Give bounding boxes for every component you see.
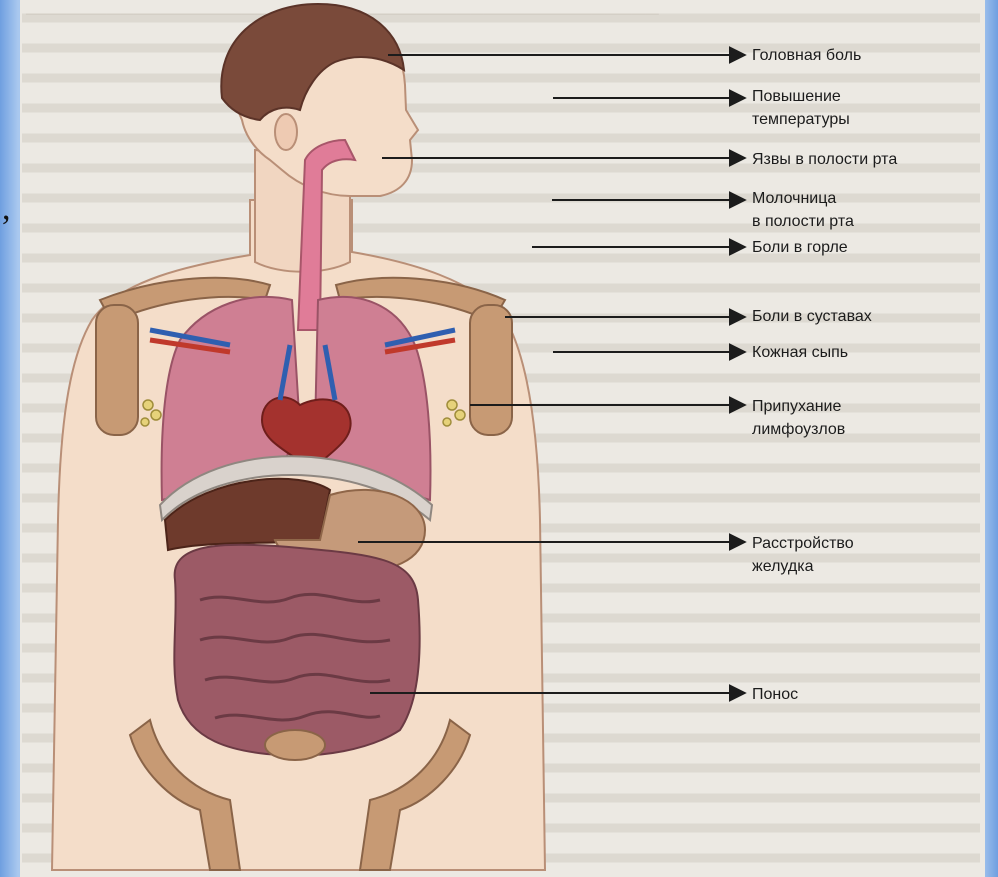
label-fever-line2: температуры xyxy=(752,108,850,131)
intestines xyxy=(174,545,419,756)
label-thrush-line1: Молочница xyxy=(752,187,836,210)
label-mouth-ulcers: Язвы в полости рта xyxy=(752,148,897,171)
label-thrush-line2: в полости рта xyxy=(752,210,854,233)
label-stomach-line2: желудка xyxy=(752,555,813,578)
label-diarrhea: Понос xyxy=(752,683,798,706)
label-lymph-line1: Припухание xyxy=(752,395,841,418)
label-stomach-line1: Расстройство xyxy=(752,532,854,555)
label-headache: Головная боль xyxy=(752,44,861,67)
label-sore-throat: Боли в горле xyxy=(752,236,848,259)
label-lymph-line2: лимфоузлов xyxy=(752,418,845,441)
label-joint-pain: Боли в суставах xyxy=(752,305,872,328)
label-fever-line1: Повышение xyxy=(752,85,841,108)
label-skin-rash: Кожная сыпь xyxy=(752,341,848,364)
ear xyxy=(275,114,297,150)
